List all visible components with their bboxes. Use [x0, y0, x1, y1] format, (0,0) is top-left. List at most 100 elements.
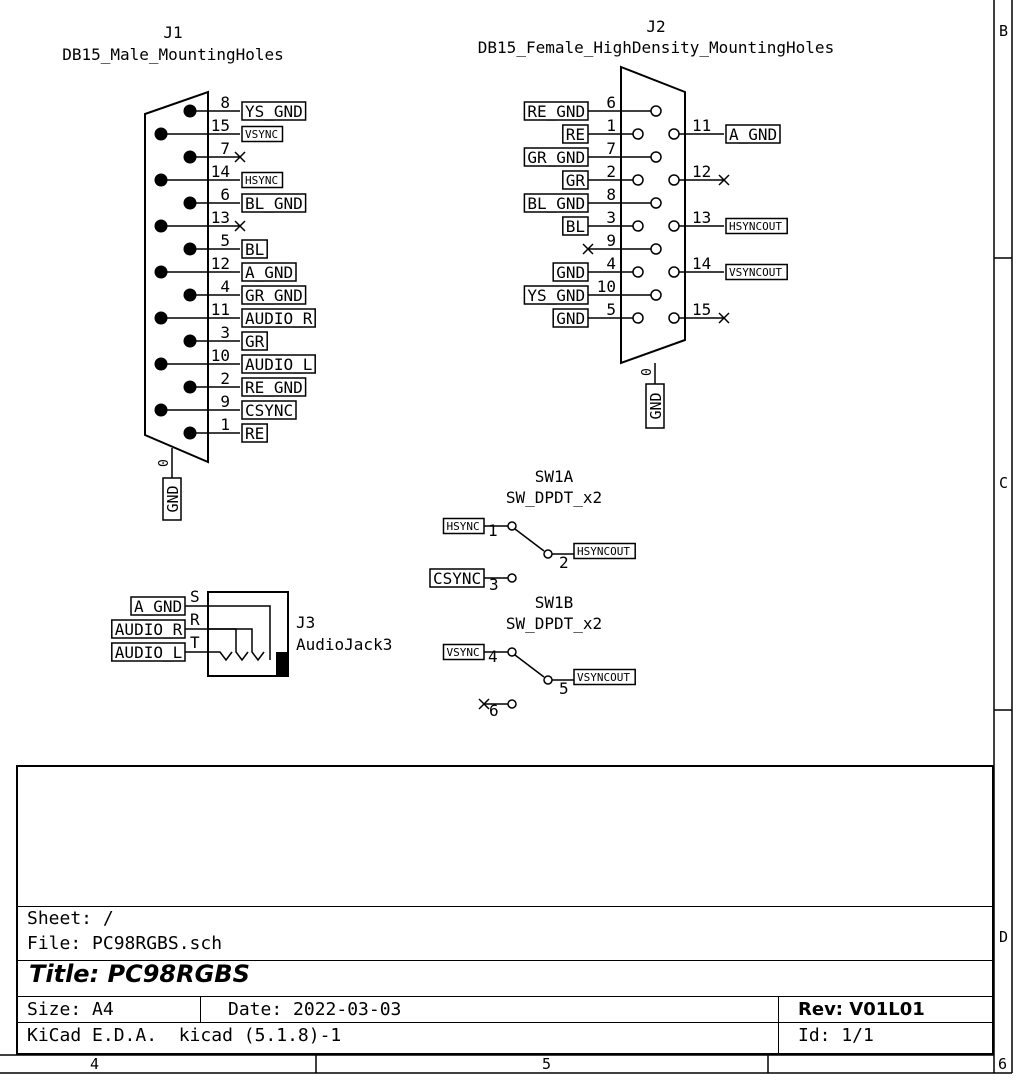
- title-block: Sheet: / File: PC98RGBS.sch Title: PC98R…: [16, 765, 994, 1055]
- j1-net-label: RE: [245, 424, 264, 443]
- j1-net-label: A_GND: [245, 263, 293, 282]
- j3-ring-contact: [208, 628, 249, 662]
- net-label-box: [241, 171, 284, 189]
- j2-pin-number: 7: [606, 139, 616, 158]
- net-label-box: [241, 331, 268, 351]
- j2-pin-number: 10: [597, 277, 616, 296]
- j1-pin-number: 7: [220, 139, 230, 158]
- j2-pin-number: 12: [692, 162, 711, 181]
- j2-pin-circle: [632, 312, 644, 324]
- j1-pin-number: 10: [211, 346, 230, 365]
- net-label-box: [562, 216, 589, 236]
- j1-net-label: GR: [245, 332, 265, 351]
- j2-pin-number: 13: [692, 208, 711, 227]
- j2-net-label: BL: [566, 217, 585, 236]
- switch-pin-number: 5: [559, 679, 569, 698]
- j3-body: [207, 591, 289, 677]
- j1-net-label: CSYNC: [245, 401, 293, 420]
- net-label-box: [241, 262, 297, 282]
- net-label-box: [725, 263, 788, 281]
- j1-pin-number: 2: [220, 369, 230, 388]
- j1-pin-number: 4: [220, 277, 230, 296]
- j1-pin-number: 1: [220, 415, 230, 434]
- switch-out-label: HSYNCOUT: [577, 545, 630, 558]
- net-label-box: [523, 285, 589, 305]
- j3-plug-block: [276, 652, 288, 676]
- net-label-box: [725, 217, 788, 235]
- j1-shell-pin: 0: [154, 459, 169, 467]
- net-label-box: [241, 125, 284, 143]
- net-label-box: [241, 308, 316, 328]
- j2-pin-number: 4: [606, 254, 616, 273]
- j1-pin-number: 14: [211, 162, 230, 181]
- j2-pin-circle: [668, 266, 680, 278]
- j3-net-label: AUDIO_R: [115, 620, 183, 639]
- sheet-name: Sheet: /: [27, 908, 114, 929]
- net-label-box: [562, 170, 589, 190]
- j1-net-label: AUDIO_R: [245, 309, 313, 328]
- j1-pin-number: 9: [220, 392, 230, 411]
- j1-value: DB15_Male_MountingHoles: [62, 45, 284, 64]
- j1-net-label: BL_GND: [245, 194, 303, 213]
- j2-pin-circle: [632, 266, 644, 278]
- j1-net-label: VSYNC: [245, 128, 278, 141]
- j2-pin-circle: [650, 105, 662, 117]
- j2-pin-circle: [650, 289, 662, 301]
- j1-pin-number: 13: [211, 208, 230, 227]
- j2-pin-number: 1: [606, 116, 616, 135]
- switch-contact: [507, 573, 517, 583]
- j2-net-label: BL_GND: [527, 194, 585, 213]
- switch-contact: [507, 699, 517, 709]
- switch-blade: [514, 654, 545, 678]
- switch-contact: [543, 549, 553, 559]
- net-label-box: [241, 101, 307, 121]
- zone-label-d: D: [999, 928, 1009, 946]
- sheet-title: Title: PC98RGBS: [29, 960, 250, 988]
- j2-pin-number: 15: [692, 300, 711, 319]
- tool-version: KiCad E.D.A. kicad (5.1.8)-1: [27, 1025, 342, 1046]
- j2-net-label: GR_GND: [527, 148, 585, 167]
- j1-pin-number: 11: [211, 300, 230, 319]
- file-name: File: PC98RGBS.sch: [27, 933, 223, 954]
- j3-reference: J3: [296, 613, 315, 632]
- j3-net-label: AUDIO_L: [115, 643, 182, 662]
- net-label-box: [552, 308, 589, 328]
- j2-shell-net: GND: [647, 392, 665, 419]
- j2-net-label: RE: [566, 125, 585, 144]
- net-label-box: [645, 383, 665, 429]
- j1-net-label: HSYNC: [245, 174, 278, 187]
- switch-pin-number: 6: [489, 701, 499, 720]
- net-label-box: [429, 568, 485, 588]
- switch-contact: [543, 675, 553, 685]
- j2-pin-number: 5: [606, 300, 616, 319]
- switch-contact: [507, 521, 517, 531]
- net-label-box: [562, 124, 589, 144]
- j3-value: AudioJack3: [296, 635, 392, 654]
- j1-net-label: GR_GND: [245, 286, 303, 305]
- net-label-box: [241, 193, 307, 213]
- net-label-box: [241, 239, 268, 259]
- j2-net-label: A_GND: [729, 125, 777, 144]
- j3-pin-letter: R: [190, 610, 200, 629]
- j2-pin-circle: [668, 174, 680, 186]
- j1-net-label: RE_GND: [245, 378, 303, 397]
- j2-pin-circle: [668, 220, 680, 232]
- sheet-date: Date: 2022-03-03: [228, 999, 402, 1020]
- sheet-id: Id: 1/1: [798, 1025, 874, 1046]
- j2-pin-circle: [650, 197, 662, 209]
- switch-alt-label: CSYNC: [433, 569, 481, 588]
- j2-reference: J2: [646, 17, 665, 36]
- j2-pin-circle: [632, 220, 644, 232]
- no-connect-mark: [234, 151, 246, 163]
- j1-body: [144, 90, 209, 464]
- j2-net-label: HSYNCOUT: [729, 220, 782, 233]
- j2-pin-circle: [650, 243, 662, 255]
- net-label-box: [241, 400, 297, 420]
- j1-pin-number: 3: [220, 323, 230, 342]
- net-label-box: [552, 262, 589, 282]
- switch-out-label: VSYNCOUT: [577, 671, 630, 684]
- j3-tip: [208, 651, 233, 662]
- net-label-box: [523, 101, 589, 121]
